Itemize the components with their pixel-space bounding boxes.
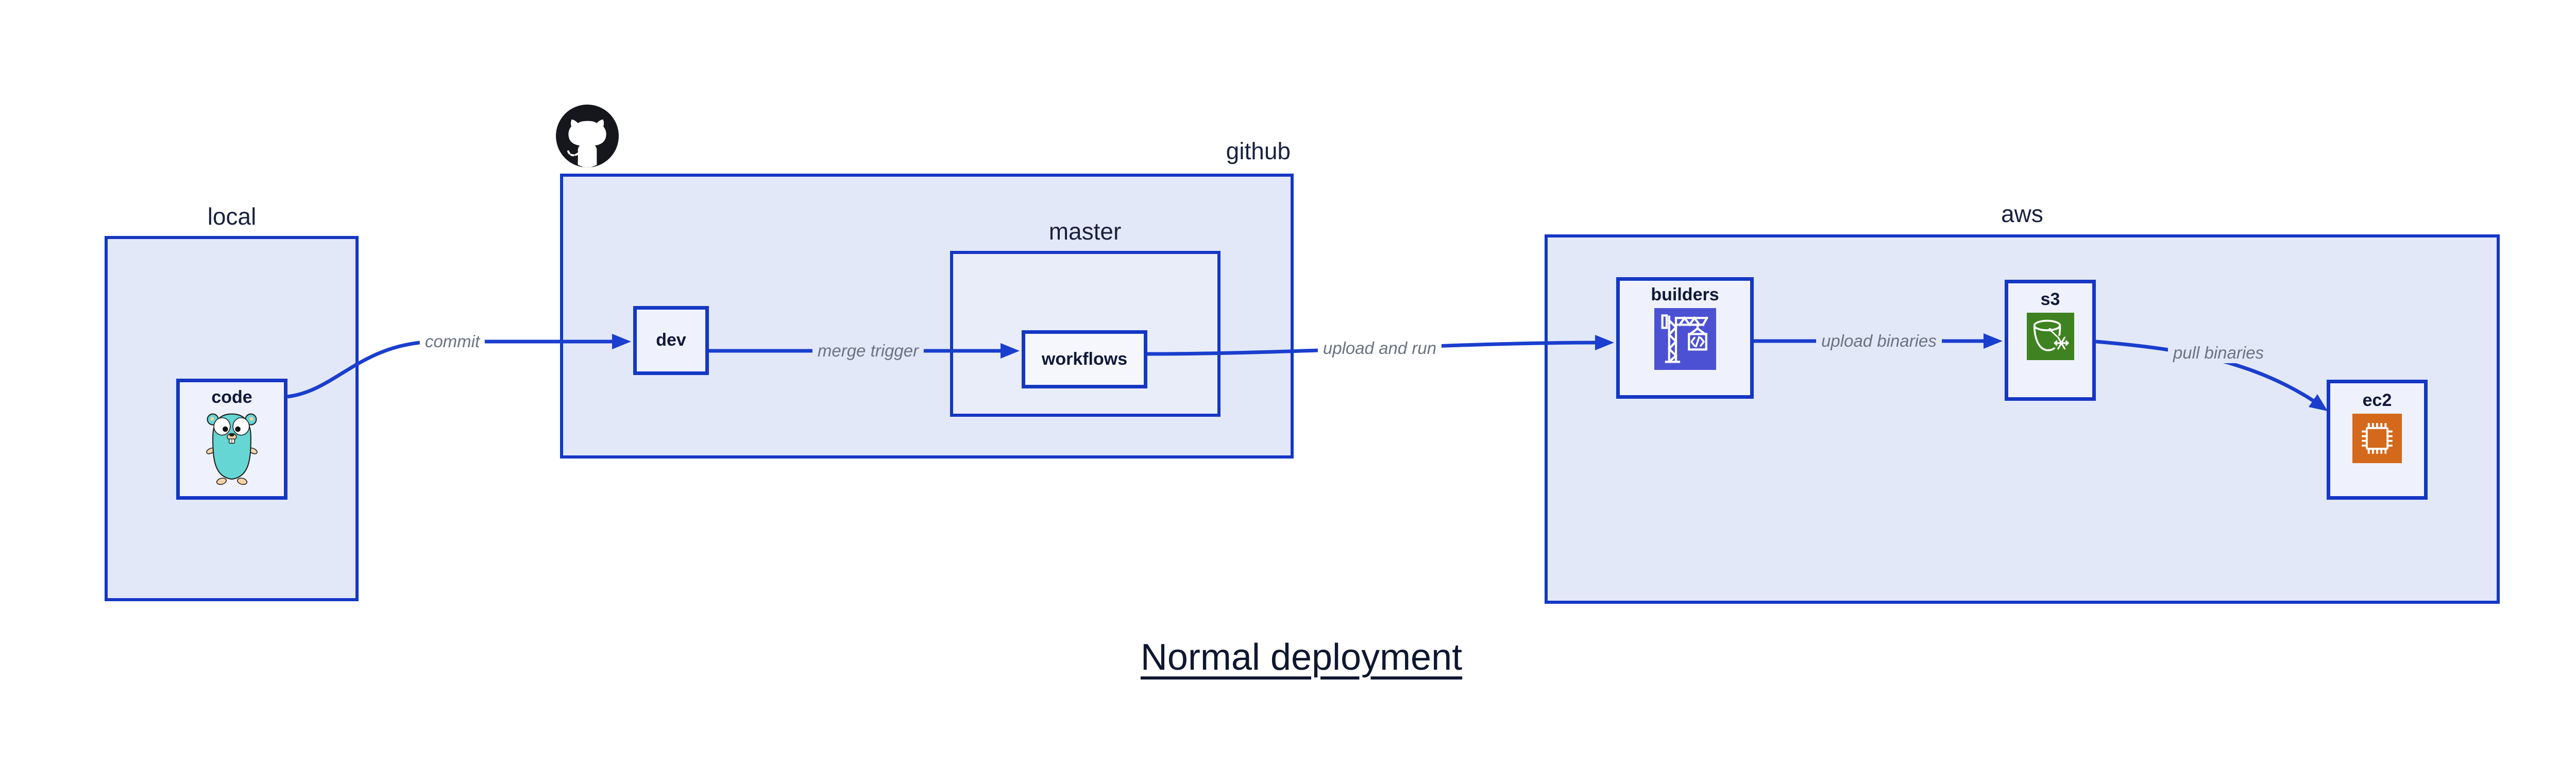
node-builders: builders	[1616, 277, 1754, 399]
aws-s3-glacier-bucket-icon	[2026, 313, 2074, 363]
edge-label-merge-trigger: merge trigger	[812, 341, 924, 361]
node-builders-label: builders	[1651, 285, 1719, 304]
edge-upload-and-run-arrowhead	[1595, 335, 1614, 350]
aws-codebuild-crane-icon	[1654, 308, 1716, 372]
aws-ec2-chip-icon	[2352, 414, 2402, 466]
node-dev-label: dev	[656, 330, 686, 350]
cluster-label-aws: aws	[2001, 200, 2043, 227]
github-octocat-icon	[556, 105, 619, 167]
edge-commit-arrowhead	[612, 334, 631, 349]
node-ec2-label: ec2	[2362, 390, 2392, 410]
go-gopher-icon	[202, 411, 262, 489]
edge-label-upload-binaries: upload binaries	[1816, 331, 1942, 351]
edge-label-upload-and-run: upload and run	[1317, 338, 1442, 359]
node-workflows-label: workflows	[1041, 349, 1128, 369]
node-ec2: ec2	[2327, 380, 2428, 500]
node-code-label: code	[211, 387, 252, 407]
edge-pull-binaries-line	[2095, 339, 2315, 403]
node-s3-label: s3	[2040, 290, 2060, 309]
cluster-label-master: master	[1048, 218, 1122, 245]
cluster-label-local: local	[207, 203, 257, 230]
node-s3: s3	[2005, 280, 2096, 401]
edge-label-pull-binaries: pull binaries	[2167, 343, 2269, 363]
cluster-label-github: github	[1226, 138, 1291, 164]
edge-commit-line	[287, 339, 613, 399]
edge-pull-binaries-arrowhead	[2309, 394, 2328, 411]
edge-label-commit: commit	[419, 331, 485, 352]
node-code: code	[176, 379, 287, 500]
node-dev: dev	[633, 306, 709, 375]
diagram-title: Normal deployment	[1140, 637, 1463, 678]
edge-merge-trigger-arrowhead	[1001, 343, 1020, 359]
node-workflows: workflows	[1022, 330, 1147, 388]
edge-upload-binaries-arrowhead	[1984, 333, 2003, 349]
